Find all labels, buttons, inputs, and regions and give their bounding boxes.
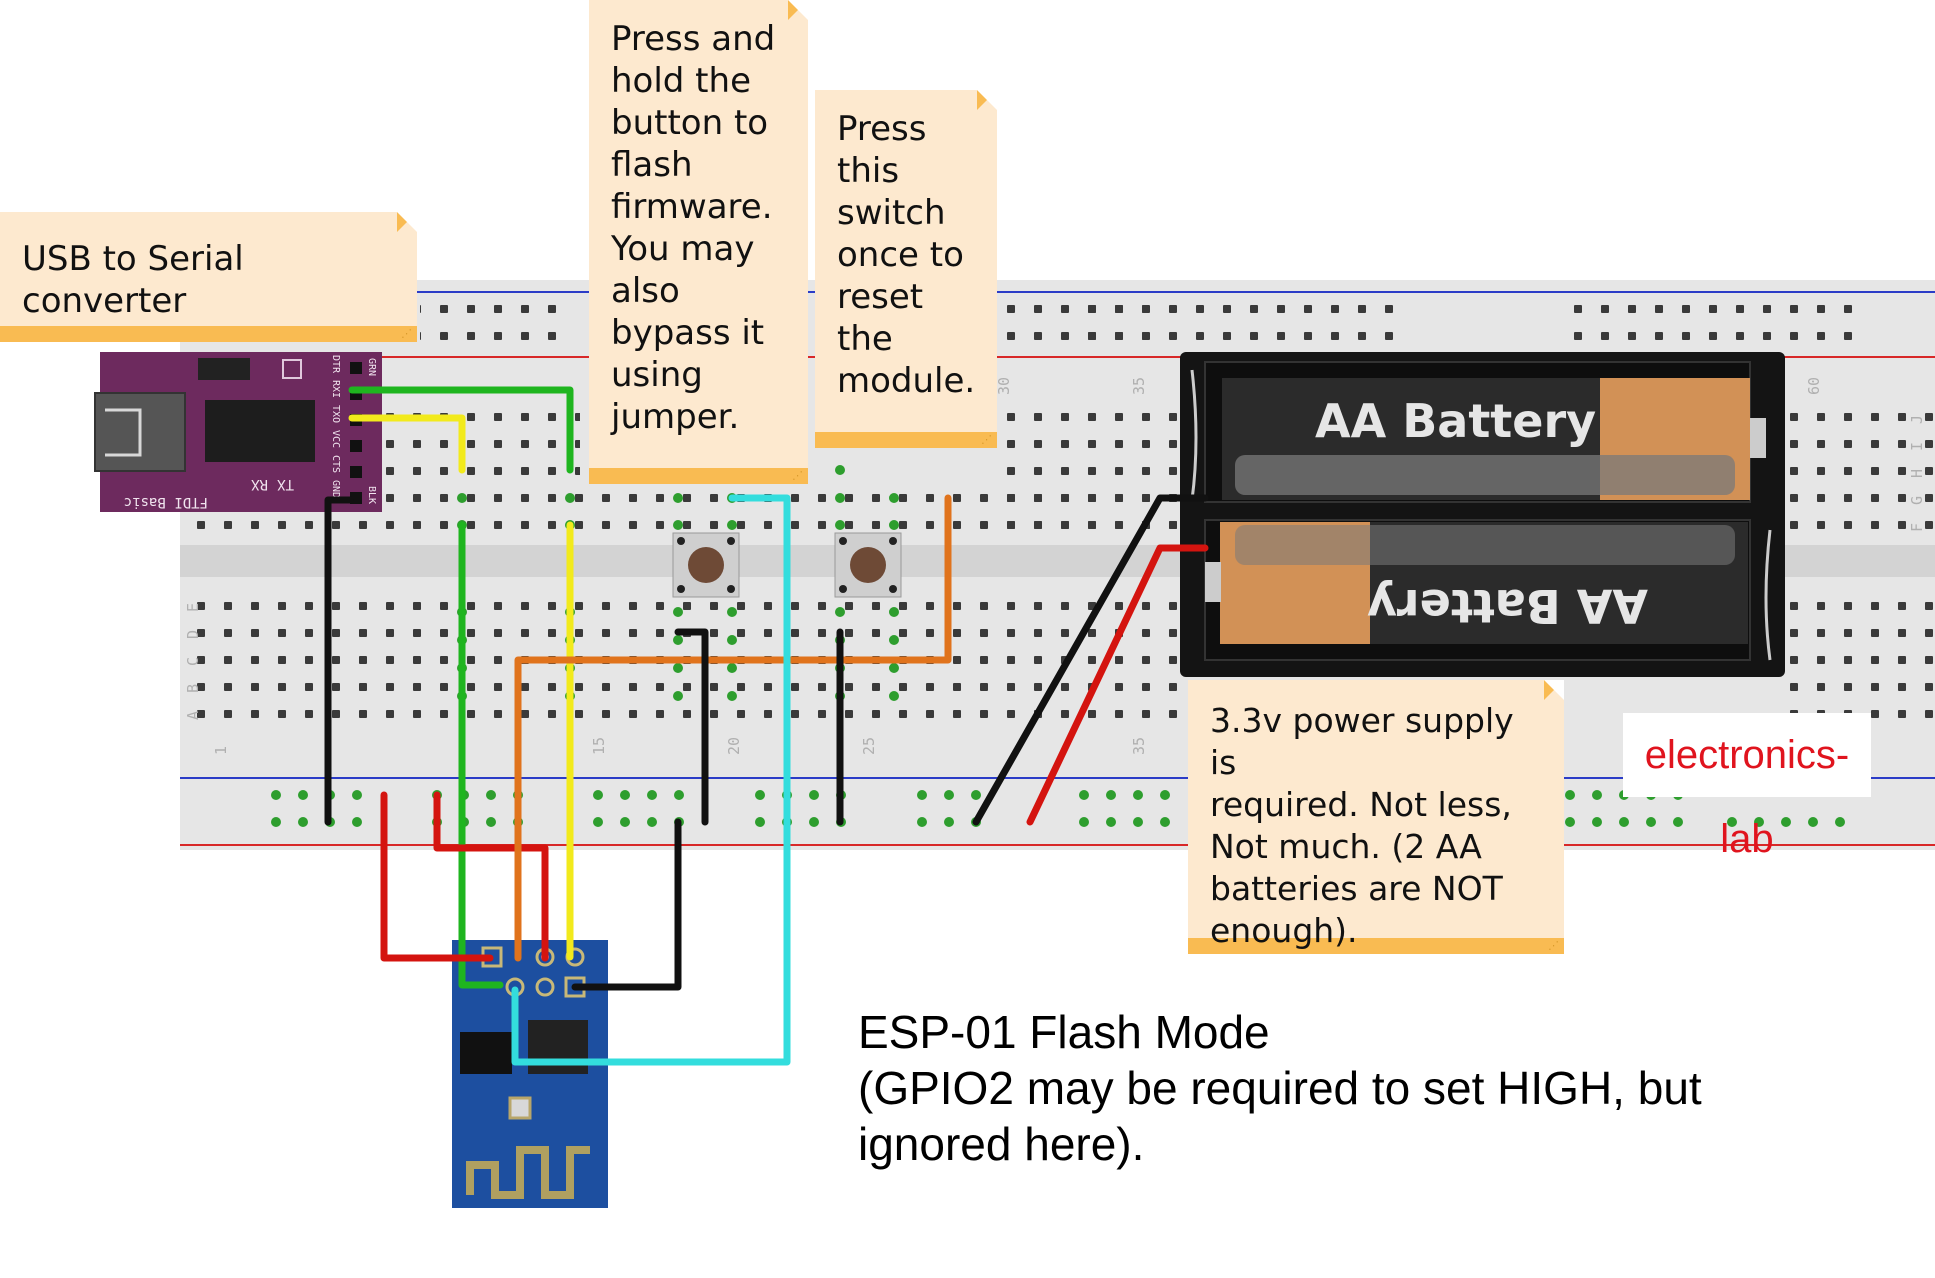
note-usb-serial-converter: USB to Serial converter ⋰ xyxy=(0,212,417,342)
wire-black-ftdi-gnd xyxy=(324,496,354,826)
note-grip-icon: ⋰ xyxy=(401,327,413,340)
note-power-supply: 3.3v power supply is required. Not less,… xyxy=(1188,680,1564,954)
row-label-h: H xyxy=(1908,469,1926,478)
note-flash-line-5: firmware. xyxy=(611,187,773,227)
note-reset-switch: Press this switch once to reset the modu… xyxy=(815,90,997,448)
ftdi-rx-label: RX xyxy=(251,476,268,492)
note-reset-line-1: Press xyxy=(837,109,927,149)
ftdi-pin-vcc: VCC xyxy=(330,430,341,448)
note-flash-line-10: jumper. xyxy=(611,397,740,437)
note-reset-line-4: once to xyxy=(837,235,964,275)
wire-black-flash xyxy=(674,628,709,826)
note-reset-line-6: the xyxy=(837,319,893,359)
wire-green-esp xyxy=(458,521,504,989)
ftdi-pin-cts: CTS xyxy=(330,455,341,473)
reset-push-button xyxy=(834,532,902,598)
battery-bottom-label: AA Battery xyxy=(1367,579,1648,633)
battery-holder: AA Battery AA Battery xyxy=(1180,352,1785,677)
ftdi-pin-txo: TXO xyxy=(330,405,341,423)
column-label-30: 30 xyxy=(995,377,1013,395)
note-flash-line-2: hold the xyxy=(611,61,751,101)
row-label-e: E xyxy=(184,603,202,612)
ftdi-pin-gnd: GND xyxy=(330,480,341,498)
wires xyxy=(324,386,1209,1066)
note-usb-serial-text: USB to Serial converter xyxy=(22,239,244,321)
ftdi-tx-label: TX xyxy=(277,476,294,492)
ftdi-pin-dtr: DTR xyxy=(330,355,341,374)
note-reset-line-7: module. xyxy=(837,361,976,401)
ftdi-pin-blk: BLK xyxy=(366,486,377,504)
title-line-3: ignored here). xyxy=(858,1118,1145,1170)
note-power-line-5: enough). xyxy=(1210,911,1358,950)
wire-red-vcc-1 xyxy=(380,791,494,962)
esp-01-module xyxy=(452,940,608,1208)
note-flash-line-1: Press and xyxy=(611,19,776,59)
title-line-2: (GPIO2 may be required to set HIGH, but xyxy=(858,1062,1702,1114)
row-label-a: A xyxy=(184,711,202,720)
wire-black-esp-gnd xyxy=(571,818,682,991)
column-label-35-bottom: 35 xyxy=(1130,737,1148,755)
breadboard-labels: 1 15 20 25 30 35 35 60 F G H I J A B C D… xyxy=(184,377,1926,755)
note-flash-line-9: using xyxy=(611,355,703,395)
wire-red-vcc-2 xyxy=(433,791,549,962)
battery-top xyxy=(1222,378,1766,500)
row-label-d: D xyxy=(184,630,202,639)
wire-battery-red xyxy=(1026,544,1209,826)
wire-battery-black xyxy=(972,494,1209,826)
battery-top-label: AA Battery xyxy=(1315,394,1596,448)
logo-text: electronics-lab xyxy=(1644,733,1850,861)
note-reset-line-2: this xyxy=(837,151,900,191)
column-label-25: 25 xyxy=(860,737,878,755)
note-flash-line-6: You may xyxy=(611,229,755,269)
note-grip-icon: ⋰ xyxy=(1548,939,1560,952)
ftdi-board-label: FTDI Basic xyxy=(124,494,208,510)
note-flash-line-7: also xyxy=(611,271,680,311)
battery-bottom xyxy=(1205,522,1748,644)
row-label-i: I xyxy=(1908,442,1926,451)
row-label-c: C xyxy=(184,657,202,666)
note-reset-line-3: switch xyxy=(837,193,946,233)
note-power-line-4: batteries are NOT xyxy=(1210,869,1503,908)
title-line-1: ESP-01 Flash Mode xyxy=(858,1006,1270,1058)
row-label-b: B xyxy=(184,684,202,693)
note-flash-line-4: flash xyxy=(611,145,693,185)
note-power-line-1: 3.3v power supply is xyxy=(1210,701,1514,782)
electronics-lab-logo: electronics-lab xyxy=(1623,713,1871,861)
note-reset-line-5: reset xyxy=(837,277,924,317)
row-label-j: J xyxy=(1908,415,1926,424)
column-label-35-top: 35 xyxy=(1130,377,1148,395)
column-label-20: 20 xyxy=(725,737,743,755)
ftdi-usb-serial-board: GRN DTR RXI TXO VCC CTS GND BLK FTDI Bas… xyxy=(94,352,382,512)
note-grip-icon: ⋰ xyxy=(981,433,993,446)
wire-green-ftdi-tx xyxy=(348,386,574,474)
column-label-1: 1 xyxy=(212,746,230,755)
note-flash-line-8: bypass it xyxy=(611,313,765,353)
wire-orange xyxy=(514,494,952,962)
ftdi-pin-rxi: RXI xyxy=(330,380,341,398)
row-label-g: G xyxy=(1908,496,1926,505)
note-grip-icon: ⋰ xyxy=(792,469,804,482)
note-power-line-3: Not much. (2 AA xyxy=(1210,827,1482,866)
note-flash-button: Press and hold the button to flash firmw… xyxy=(589,0,808,484)
flash-push-button xyxy=(672,532,740,598)
row-label-f: F xyxy=(1908,523,1926,532)
ftdi-pin-grn: GRN xyxy=(366,358,377,376)
note-power-line-2: required. Not less, xyxy=(1210,785,1512,824)
wire-cyan xyxy=(511,494,791,1066)
column-label-15: 15 xyxy=(590,737,608,755)
note-flash-line-3: button to xyxy=(611,103,769,143)
diagram-title: ESP-01 Flash Mode (GPIO2 may be required… xyxy=(858,1004,1702,1172)
column-label-60: 60 xyxy=(1805,377,1823,395)
wire-yellow-ftdi-rx xyxy=(348,414,466,474)
